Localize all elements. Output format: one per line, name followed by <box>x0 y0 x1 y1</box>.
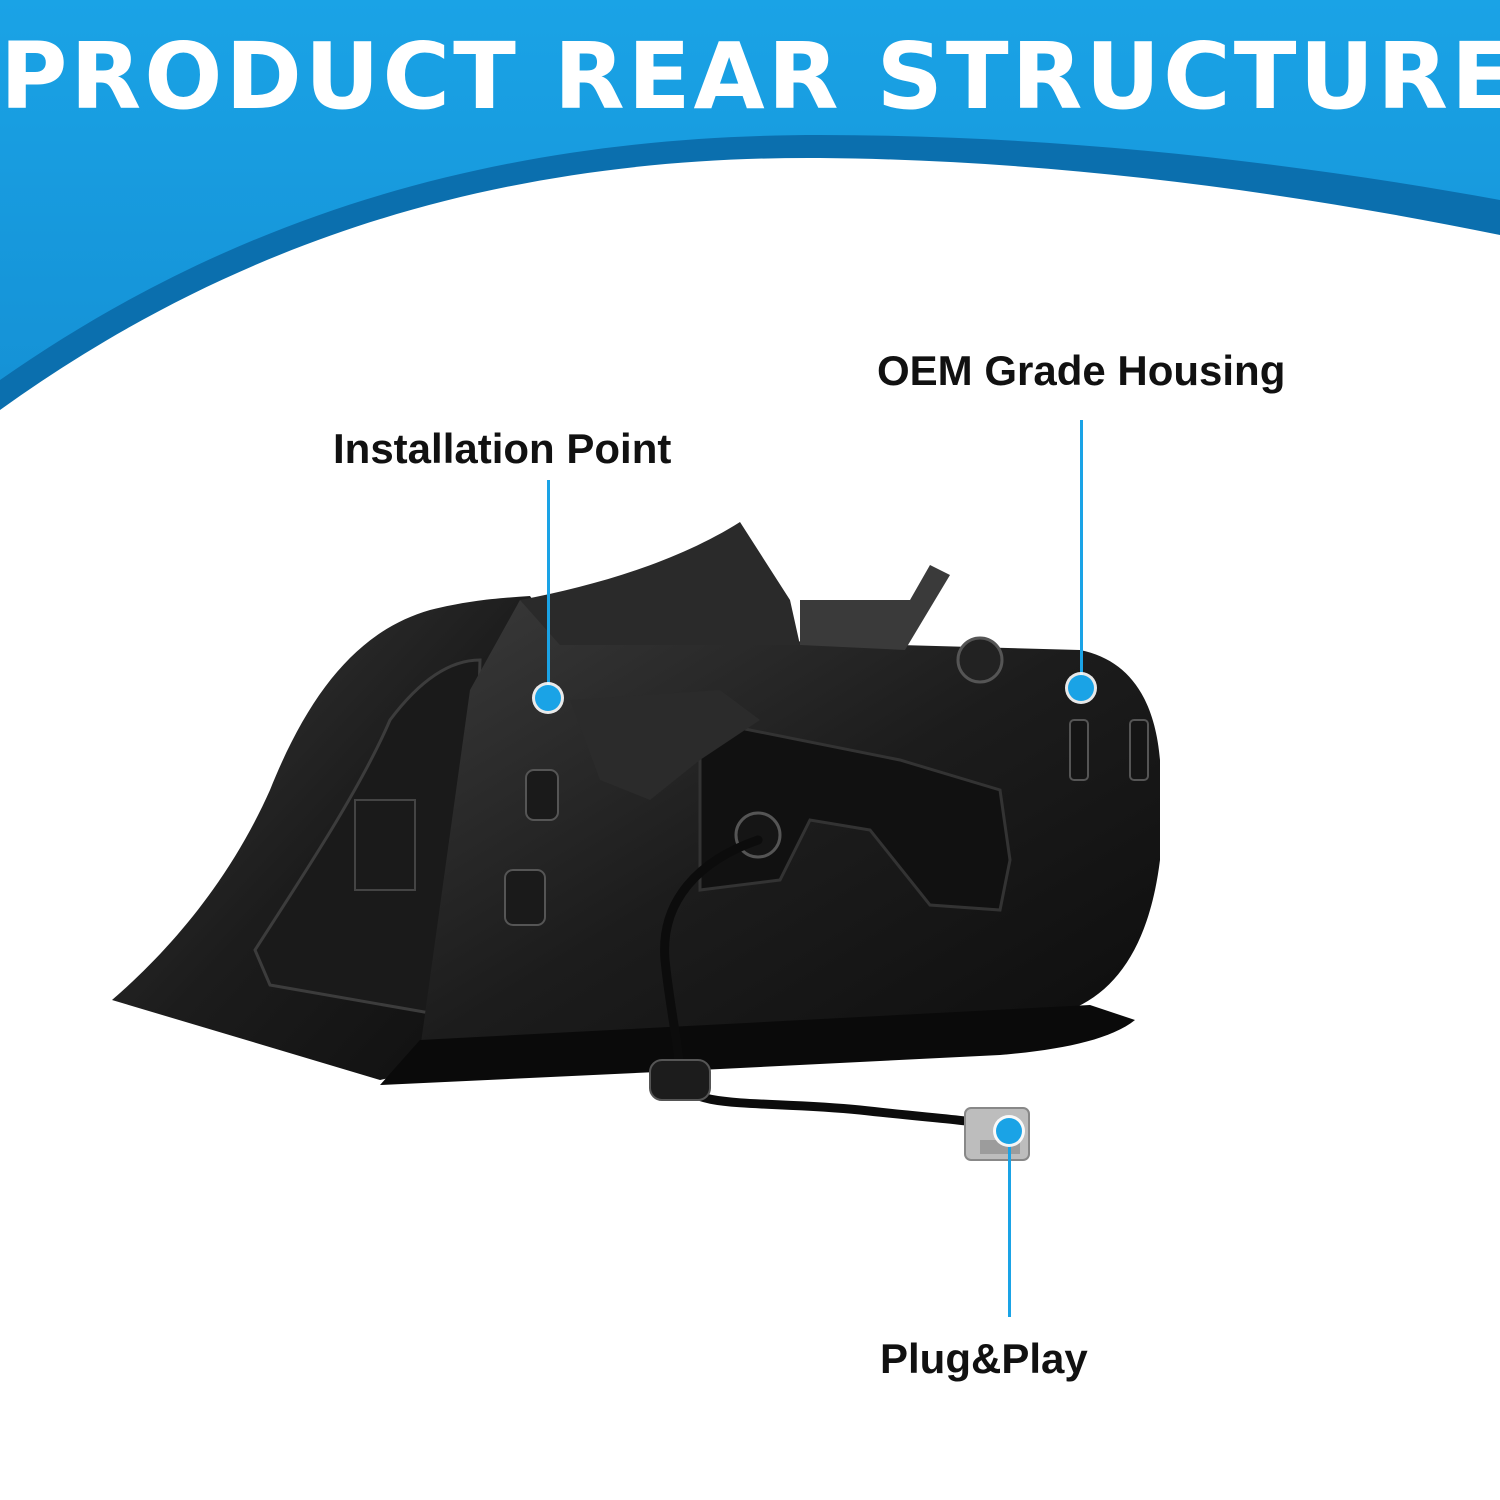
housing-left-inner-panel <box>253 658 482 1022</box>
housing-base-lip <box>380 1005 1135 1085</box>
oem-housing-line <box>1080 420 1083 676</box>
oem-housing-marker <box>1068 675 1094 701</box>
plug-play-marker <box>996 1118 1022 1144</box>
housing-center-recess <box>698 718 1012 912</box>
mount-stud-left-a <box>525 769 559 821</box>
banner-wave-shape <box>0 0 1500 410</box>
housing-vent-cap <box>956 636 1004 684</box>
molded-grid-marking <box>354 799 416 891</box>
installation-point-label: Installation Point <box>333 425 672 472</box>
harness-grommet <box>649 1059 711 1101</box>
mount-stud-left-b <box>504 869 546 926</box>
mount-stud-right-a <box>1069 719 1089 781</box>
installation-point-line <box>547 480 550 692</box>
housing-top-tab <box>800 565 950 650</box>
housing-top-fin <box>520 522 800 645</box>
page-title: PRODUCT REAR STRUCTURE <box>0 23 1500 130</box>
installation-point-marker <box>535 685 561 711</box>
mount-stud-right-b <box>1129 719 1149 781</box>
plug-play-label: Plug&Play <box>880 1335 1088 1382</box>
oem-housing-label: OEM Grade Housing <box>877 347 1286 394</box>
header-banner <box>0 0 1500 420</box>
housing-center-step <box>570 690 760 800</box>
plug-play-line <box>1008 1135 1011 1317</box>
